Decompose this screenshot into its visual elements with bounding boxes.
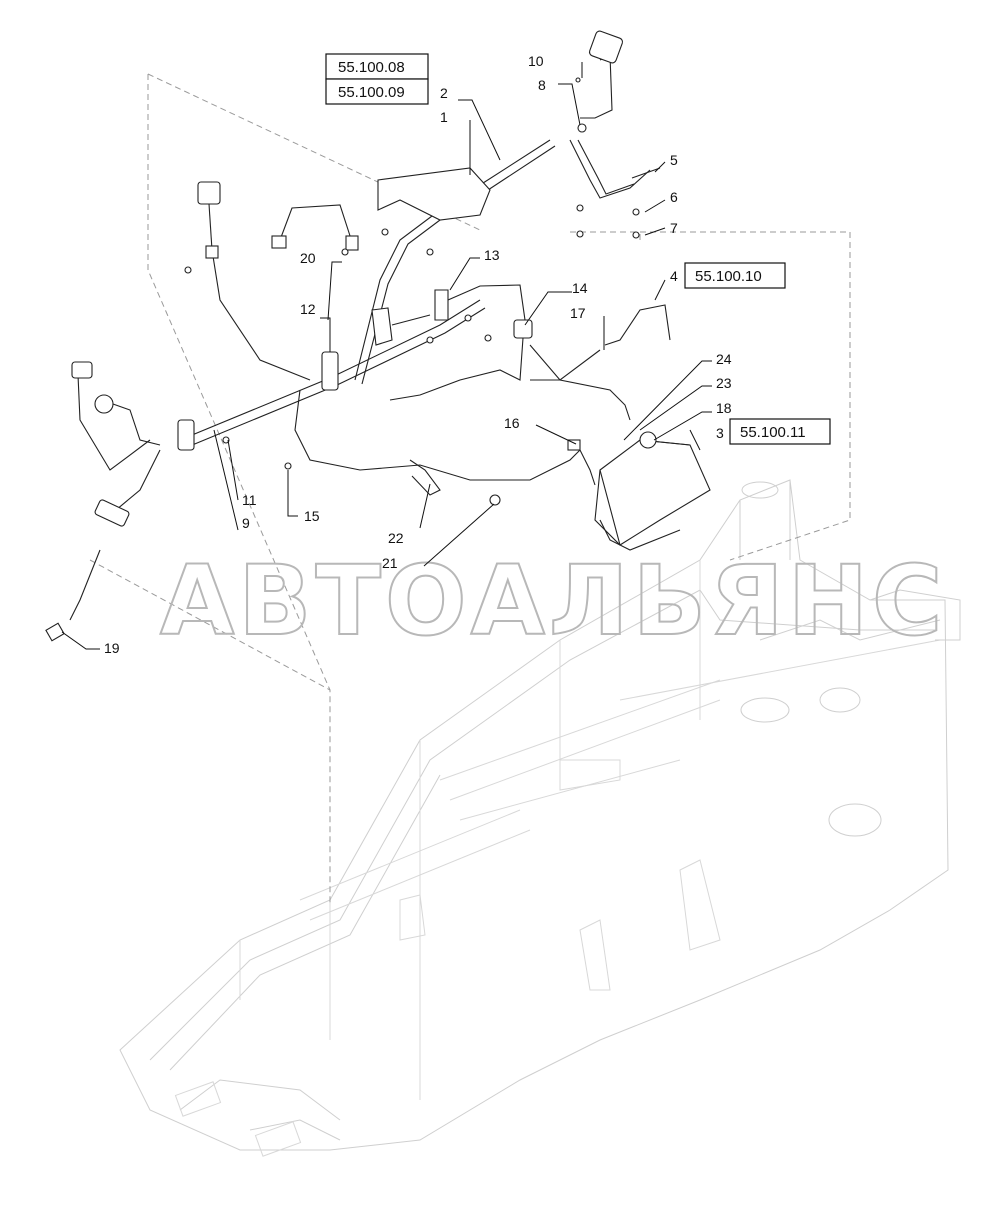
callout-21: 21 [382, 555, 398, 571]
callout-14: 14 [572, 280, 588, 296]
reference-box-55-100-10: 55.100.10 [684, 262, 786, 289]
ref-text-55-100-09: 55.100.09 [338, 84, 405, 101]
callout-17: 17 [570, 305, 586, 321]
callout-4: 4 [670, 268, 678, 284]
callout-6: 6 [670, 189, 678, 205]
callout-10: 10 [528, 53, 544, 69]
callout-12: 12 [300, 301, 316, 317]
harness-parts [45, 30, 711, 642]
callout-8: 8 [538, 77, 546, 93]
callout-20: 20 [300, 250, 316, 266]
reference-box-55-100-11: 55.100.11 [729, 418, 831, 445]
leader-lines [61, 62, 712, 650]
callout-16: 16 [504, 415, 520, 431]
callout-23: 23 [716, 375, 732, 391]
callout-19: 19 [104, 640, 120, 656]
chassis-frame [119, 479, 961, 1157]
ref-text-55-100-08: 55.100.08 [338, 59, 405, 76]
callout-24: 24 [716, 351, 732, 367]
callout-15: 15 [304, 508, 320, 524]
callout-13: 13 [484, 247, 500, 263]
callout-1: 1 [440, 109, 448, 125]
callout-labels: 1 2 3 4 5 6 7 8 9 10 11 12 13 14 15 16 1… [104, 53, 732, 656]
callout-2: 2 [440, 85, 448, 101]
reference-box-55-100-09: 55.100.09 [325, 78, 429, 105]
ref-text-55-100-10: 55.100.10 [695, 268, 762, 285]
reference-box-55-100-08: 55.100.08 [325, 53, 429, 80]
callout-22: 22 [388, 530, 404, 546]
callout-7: 7 [670, 220, 678, 236]
ref-text-55-100-11: 55.100.11 [740, 424, 806, 441]
callout-5: 5 [670, 152, 678, 168]
callout-11: 11 [242, 492, 257, 508]
callout-18: 18 [716, 400, 732, 416]
callout-9: 9 [242, 515, 250, 531]
callout-3: 3 [716, 425, 724, 441]
watermark-text: АВТОАЛЬЯНС [160, 545, 946, 657]
